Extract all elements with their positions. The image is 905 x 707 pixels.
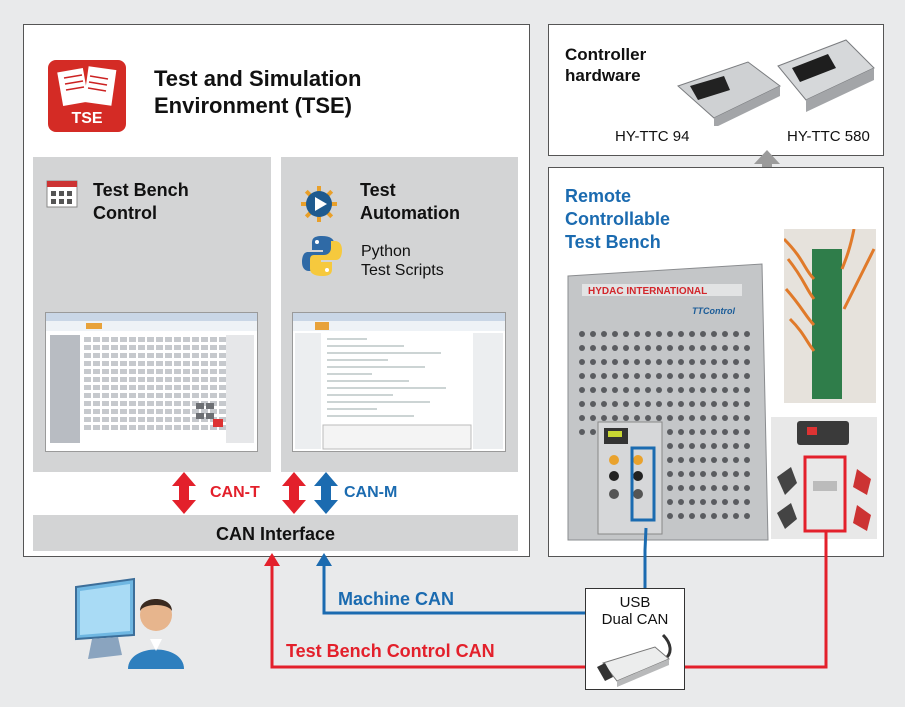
usb-to-bench-blue-line bbox=[643, 527, 648, 588]
machine-can-label: Machine CAN bbox=[338, 589, 455, 609]
usb-label-2: Dual CAN bbox=[601, 611, 669, 628]
test-bench-control-title-1: Test Bench bbox=[93, 180, 189, 200]
can-t-label: CAN-T bbox=[210, 484, 260, 501]
test-automation-screenshot bbox=[292, 312, 506, 452]
terminal-wiring-image bbox=[784, 229, 876, 403]
test-bench-control-icon bbox=[46, 180, 78, 208]
test-automation-title-2: Automation bbox=[360, 203, 460, 223]
can-t-arrow-2 bbox=[282, 472, 306, 514]
test-bench-title-3: Test Bench bbox=[565, 232, 661, 252]
test-bench-title-1: Remote bbox=[565, 186, 632, 206]
can-m-label: CAN-M bbox=[344, 484, 398, 501]
test-bench-brand: HYDAC INTERNATIONAL bbox=[588, 286, 707, 297]
machine-can-arrowhead bbox=[316, 553, 332, 566]
python-label-1: Python bbox=[361, 243, 411, 260]
test-bench-control-can-line bbox=[270, 555, 585, 669]
tse-title-line2: Environment (TSE) bbox=[154, 93, 353, 118]
hy-ttc-580-image bbox=[777, 39, 875, 112]
test-bench-image: HYDAC INTERNATIONAL TTControl bbox=[567, 263, 769, 541]
device-label-2: HY-TTC 580 bbox=[787, 128, 870, 145]
controller-images bbox=[677, 39, 875, 126]
usb-to-connector-red-line bbox=[685, 532, 828, 669]
hy-ttc-94-image bbox=[677, 61, 781, 126]
can-m-arrow bbox=[314, 472, 338, 514]
test-bench-title-2: Controllable bbox=[565, 209, 671, 229]
usb-adapter-image bbox=[597, 633, 672, 687]
can-t-arrow-1 bbox=[172, 472, 196, 514]
can-arrows bbox=[172, 472, 338, 514]
user-computer-icon bbox=[75, 577, 184, 669]
connector-image bbox=[771, 417, 877, 539]
can-interface-label: CAN Interface bbox=[215, 524, 336, 544]
device-label-1: HY-TTC 94 bbox=[615, 128, 690, 145]
python-icon bbox=[300, 234, 344, 278]
controller-title-2: hardware bbox=[565, 66, 641, 85]
python-label-2: Test Scripts bbox=[361, 262, 444, 279]
can-interface-bar bbox=[33, 515, 518, 551]
test-bench-control-title-2: Control bbox=[93, 203, 157, 223]
controller-title-1: Controller bbox=[565, 45, 647, 64]
gear-play-icon bbox=[300, 185, 338, 223]
test-bench-control-can-label: Test Bench Control CAN bbox=[286, 641, 495, 661]
tse-icon-label: TSE bbox=[71, 110, 103, 127]
test-automation-title-1: Test bbox=[360, 180, 396, 200]
usb-label-1: USB bbox=[619, 594, 651, 611]
test-bench-control-can-arrowhead bbox=[264, 553, 280, 566]
tse-title-line1: Test and Simulation bbox=[154, 66, 362, 91]
tse-app-icon: TSE bbox=[48, 60, 126, 132]
document-icon bbox=[57, 66, 117, 106]
machine-can-line bbox=[322, 555, 585, 615]
test-bench-brand-sub: TTControl bbox=[692, 306, 735, 316]
test-bench-control-screenshot bbox=[45, 312, 258, 452]
